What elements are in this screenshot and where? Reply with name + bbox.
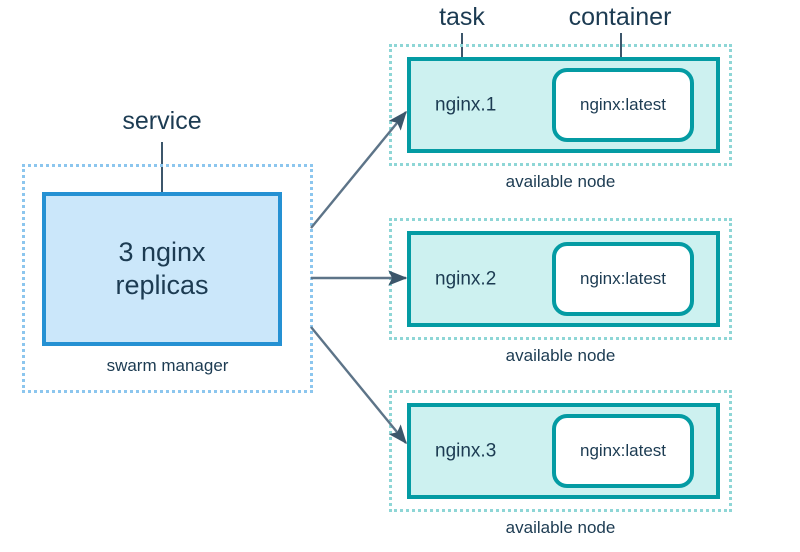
node-caption-2: available node [505,346,616,365]
task-box-3: nginx.3 nginx:latest [407,403,720,499]
container-label-3: nginx:latest [580,441,666,460]
container-box-1: nginx:latest [552,68,694,142]
task-box-2: nginx.2 nginx:latest [407,231,720,327]
task-label-3: nginx.3 [435,440,497,462]
task-box-1: nginx.1 nginx:latest [407,57,720,153]
node-caption-1: available node [505,172,616,191]
container-label-2: nginx:latest [580,269,666,288]
swarm-manager-caption: swarm manager [106,356,229,375]
callout-label-service: service [122,107,202,135]
task-label-1: nginx.1 [435,94,497,116]
container-label-1: nginx:latest [580,95,666,114]
service-replicas-line1: 3 nginx [118,237,206,267]
callout-label-task: task [439,3,485,31]
leader-line-service [161,142,163,230]
callout-label-container: container [568,3,672,31]
container-box-2: nginx:latest [552,242,694,316]
service-box-text: 3 nginx replicas [115,236,208,302]
node-group-1 [389,44,732,166]
task-label-2: nginx.2 [435,268,497,290]
node-caption-3: available node [505,518,616,537]
service-box: 3 nginx replicas [42,192,282,346]
node-group-3 [389,390,732,512]
container-box-3: nginx:latest [552,414,694,488]
service-replicas-line2: replicas [115,270,209,300]
